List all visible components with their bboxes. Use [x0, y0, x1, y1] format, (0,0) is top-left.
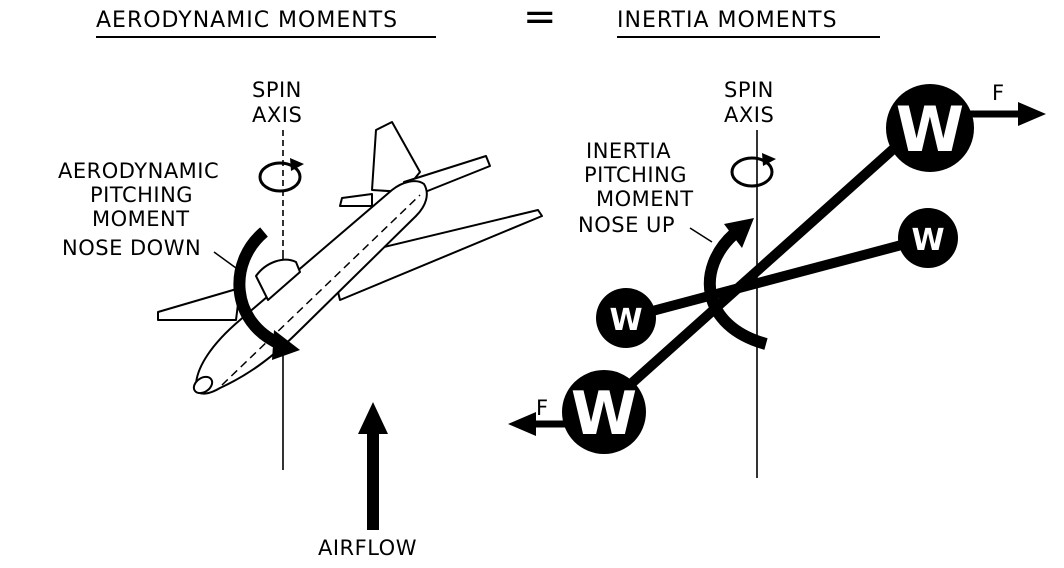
weight-small-left-label: W [609, 303, 642, 338]
right-moment-label-line3: MOMENT [596, 187, 694, 211]
header-aerodynamic-moments: AERODYNAMIC MOMENTS [96, 8, 398, 33]
airplane-icon [157, 121, 543, 395]
right-moment-label-line1: INERTIA [586, 139, 671, 163]
left-moment-label-line1: AERODYNAMIC [58, 159, 219, 183]
weight-large-bottom-label: W [571, 379, 637, 449]
force-label-top: F [992, 81, 1005, 105]
mass-arm-long [600, 114, 932, 412]
weight-small-left: W [596, 288, 656, 348]
weight-large-top: W [886, 84, 974, 172]
right-axis-label: AXIS [724, 103, 774, 127]
aero-pitching-moment-arrow [233, 227, 300, 360]
force-label-bottom: F [536, 396, 549, 420]
right-rotation-icon [730, 153, 776, 188]
weight-large-bottom: W [562, 370, 646, 454]
right-moment-label-line4: NOSE UP [578, 213, 675, 237]
airflow-arrow-icon [358, 402, 388, 530]
left-moment-label-line3: MOMENT [92, 207, 190, 231]
left-rotation-icon [258, 158, 304, 193]
weight-small-right: W [898, 208, 958, 268]
right-label-leader [689, 227, 713, 243]
left-label-leader [213, 251, 237, 269]
airplane-longitudinal-axis [221, 194, 421, 386]
header-equals-sign: = [523, 0, 557, 40]
left-spin-label: SPIN [252, 78, 302, 102]
weight-large-top-label: W [896, 93, 964, 166]
weight-small-right-label: W [911, 223, 944, 258]
airflow-label: AIRFLOW [318, 536, 417, 560]
header-inertia-moments: INERTIA MOMENTS [617, 8, 838, 33]
right-spin-label: SPIN [724, 78, 774, 102]
left-moment-label-line4: NOSE DOWN [62, 236, 201, 260]
force-arrow-bottom-left [508, 412, 570, 436]
right-moment-label-line2: PITCHING [584, 163, 687, 187]
mass-arm-short [624, 233, 930, 323]
left-moment-label-line2: PITCHING [90, 183, 193, 207]
left-axis-label: AXIS [252, 103, 302, 127]
